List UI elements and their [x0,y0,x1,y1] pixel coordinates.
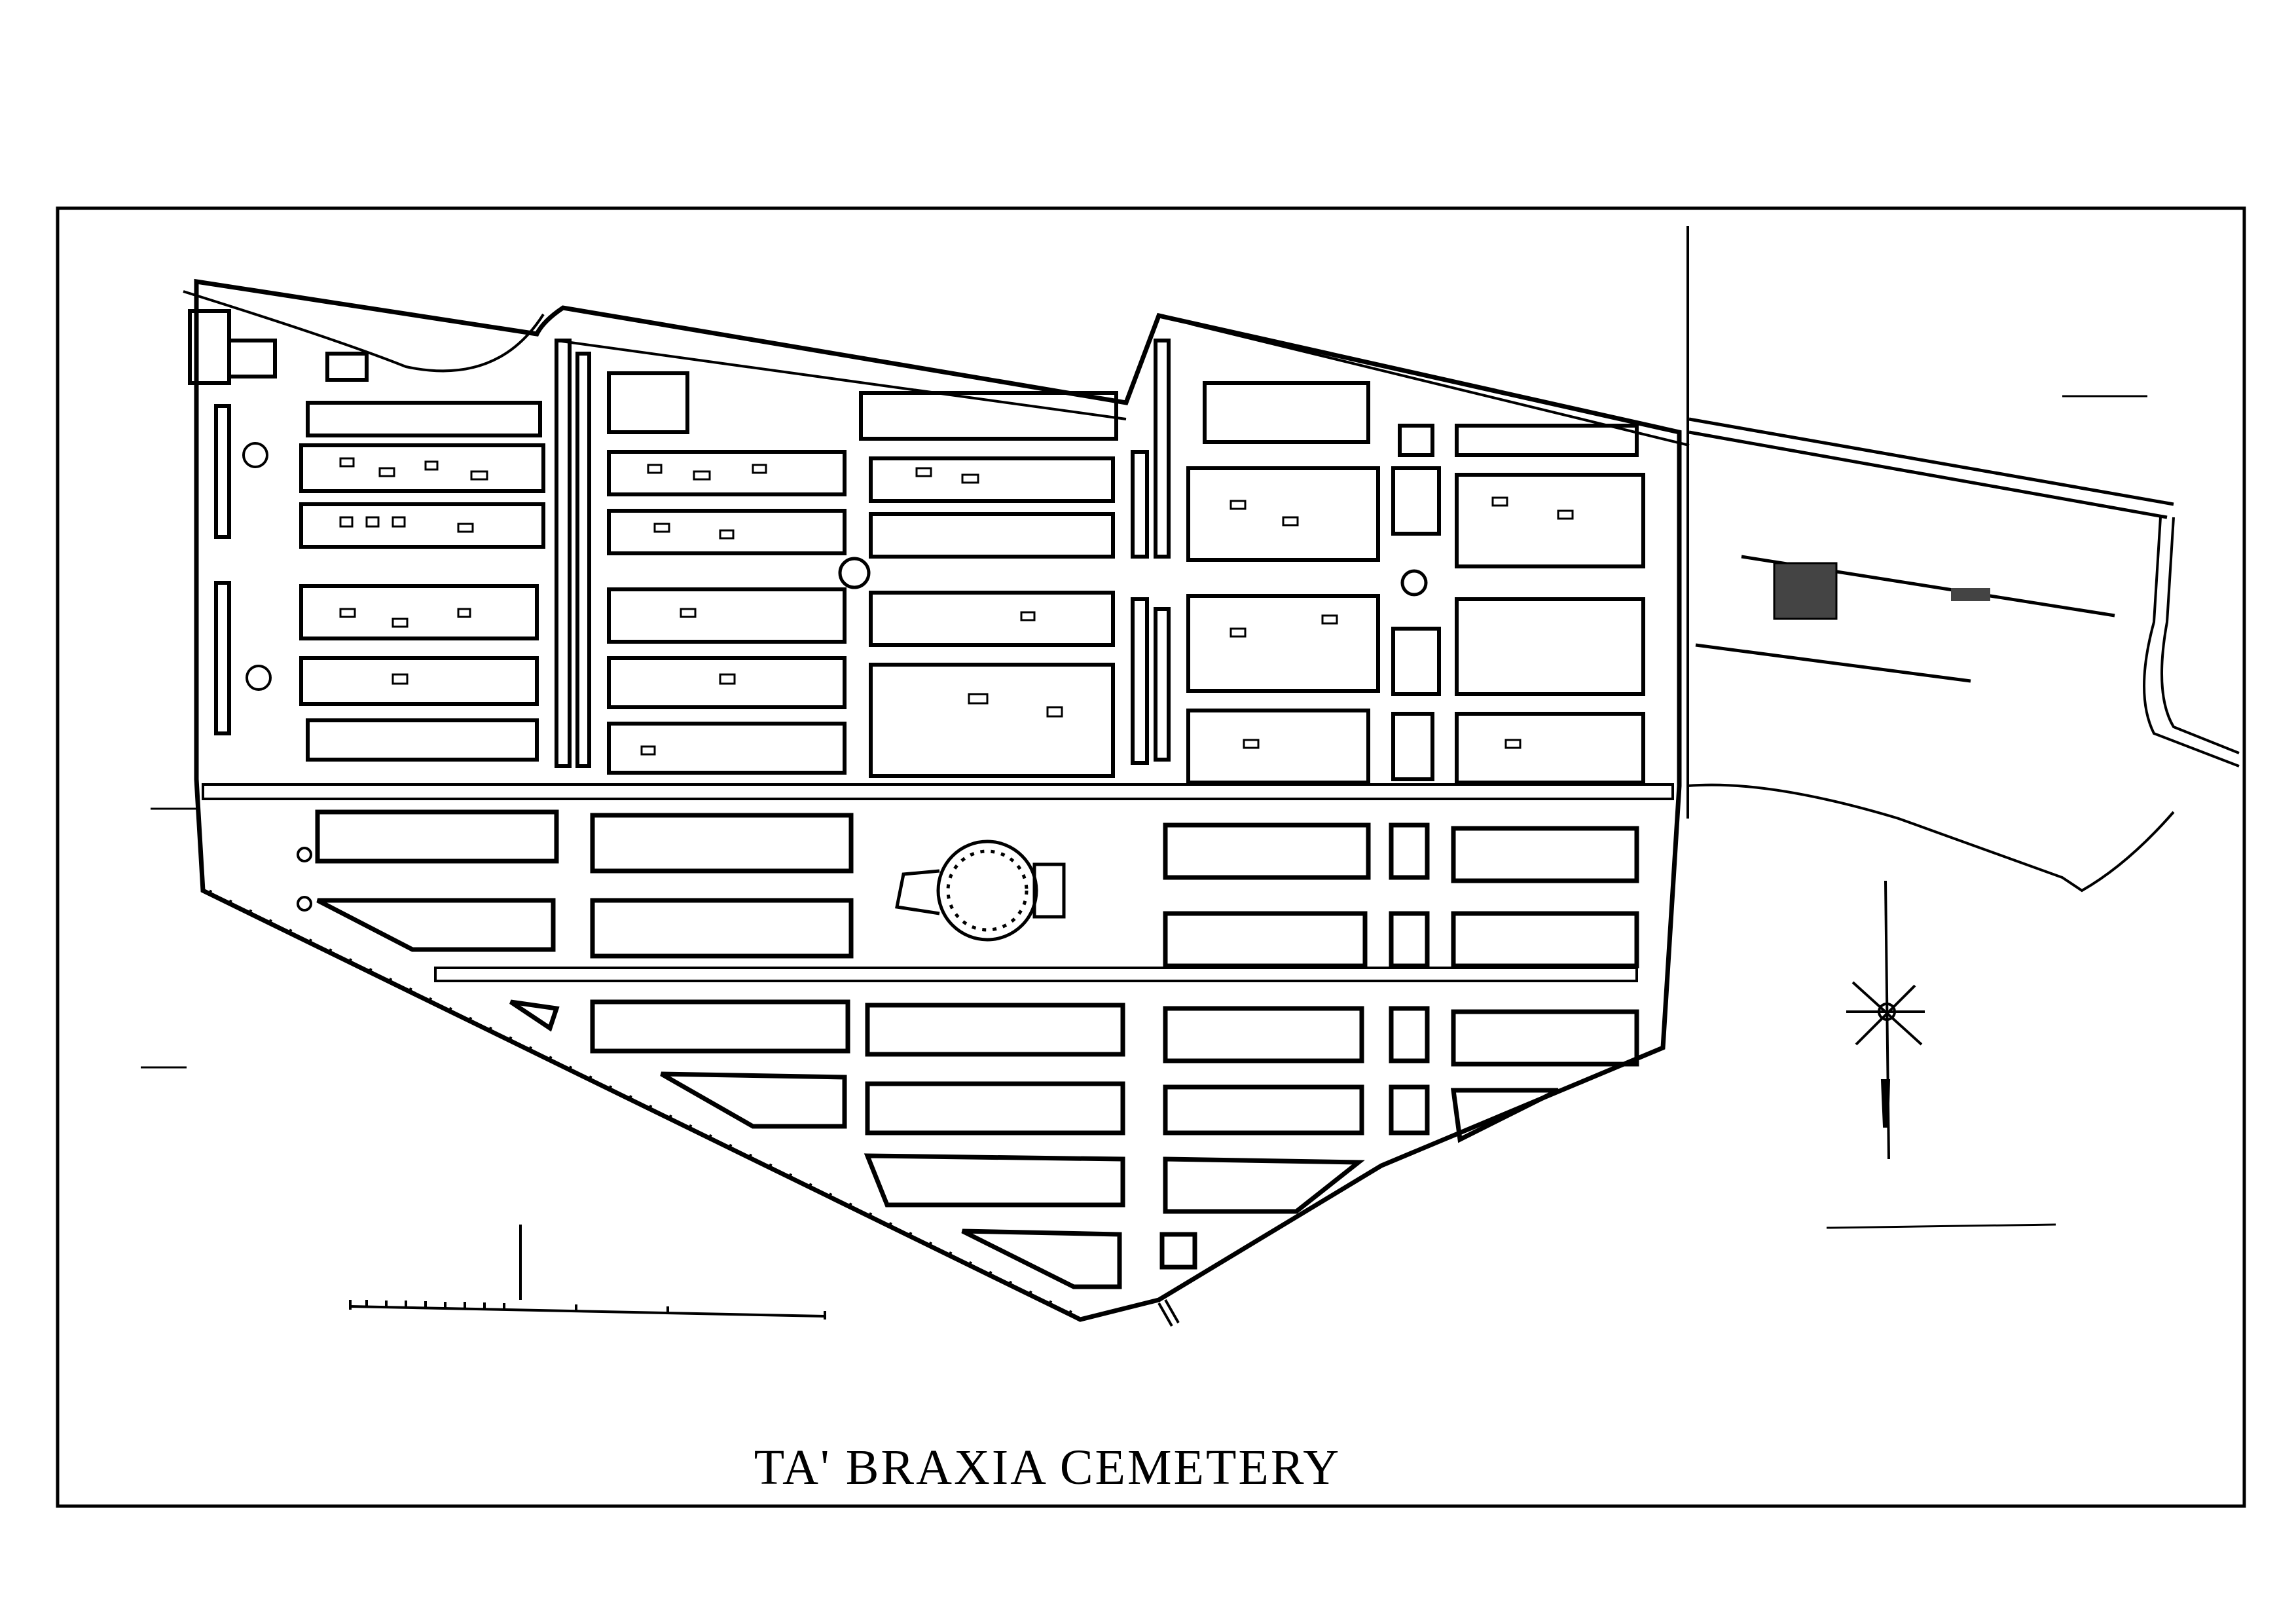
east-small-plot [1951,588,1990,601]
road-curve-left [183,290,545,373]
south-blocks [315,809,1639,1289]
south-gate-line [1164,1299,1180,1323]
west-feature-1 [242,442,268,468]
chapel-icon [895,840,1066,942]
east-path-2 [1695,643,1971,683]
south-marker-2 [297,896,312,912]
south-gate-line-2 [1157,1302,1173,1327]
north-roundabout-2 [1400,569,1428,597]
edge-ticks [141,395,2147,1229]
east-road-branch [1687,517,2240,893]
cemetery-boundary [194,278,1682,1322]
east-road [1688,417,2174,519]
second-avenue [434,967,1638,982]
north-roundabout-1 [838,557,871,589]
map-title: TA' BRAXIA CEMETERY [754,1440,1341,1495]
east-hatched-plot [1773,562,1838,620]
scale-bar-icon [349,1225,826,1320]
grave-markers [339,457,1574,756]
compass-rose-icon [1846,880,1925,1160]
southwest-boundary-dots [209,889,1074,1314]
main-avenue [202,783,1674,800]
south-marker-1 [297,847,312,862]
north-blocks [188,309,1645,784]
west-feature-2 [246,665,272,691]
map-frame [56,206,2246,1508]
